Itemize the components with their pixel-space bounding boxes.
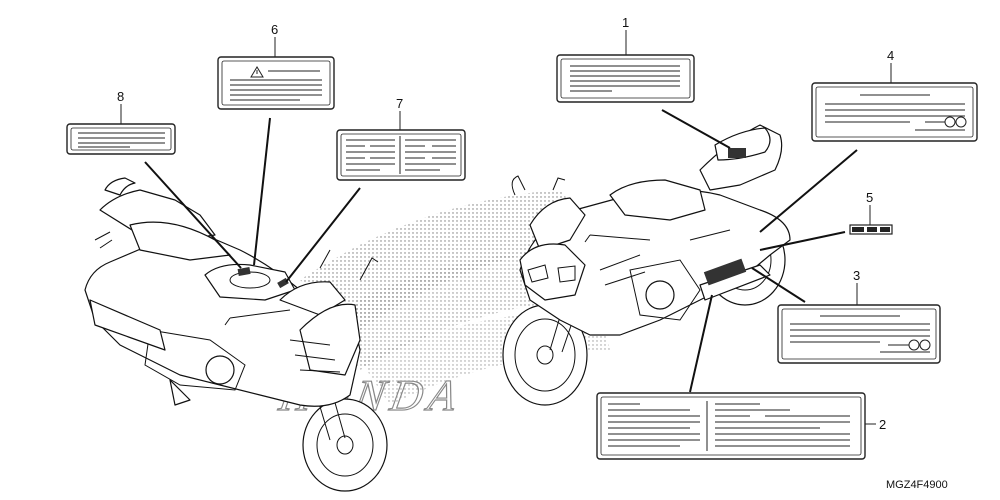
callout-number-4: 4: [887, 48, 894, 63]
label-1: [556, 54, 695, 103]
callout-number-8: 8: [117, 89, 124, 104]
label-2: [596, 392, 866, 460]
callout-number-3: 3: [853, 268, 860, 283]
callout-number-6: 6: [271, 22, 278, 37]
callout-number-2: 2: [879, 417, 886, 432]
label-3: [777, 304, 941, 364]
motorcycle-left-view: [84, 177, 388, 492]
callout-number-1: 1: [622, 15, 629, 30]
label-4: [811, 82, 978, 142]
diagram-code: MGZ4F4900: [886, 479, 948, 491]
label-6: [217, 56, 335, 110]
callout-number-7: 7: [396, 96, 403, 111]
callout-number-5: 5: [866, 190, 873, 205]
label-8: [66, 123, 176, 155]
label-7: [336, 129, 466, 181]
label-5: [849, 224, 893, 235]
motorcycle-right-view: [502, 124, 791, 406]
